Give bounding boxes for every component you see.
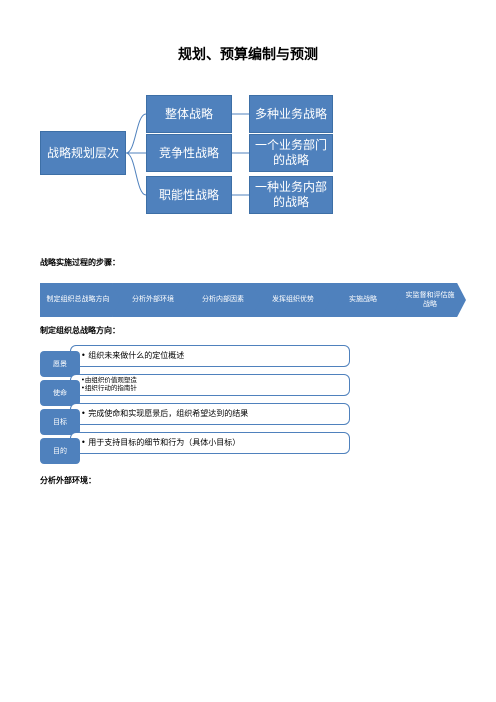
direction-tag-objective: 目的 bbox=[40, 438, 80, 464]
process-chevrons: 制定组织总战略方向 分析外部环境 分析内部因素 发挥组织优势 实施战略 实监督和… bbox=[40, 283, 466, 317]
hierarchy-desc-competitive: 一个业务部门的战略 bbox=[249, 134, 333, 172]
process-step-1: 制定组织总战略方向 bbox=[40, 283, 122, 317]
hierarchy-level-overall: 整体战略 bbox=[146, 95, 232, 133]
direction-text: • 用于支持目标的细节和行为（具体小目标） bbox=[81, 438, 241, 448]
hierarchy-level-functional: 职能性战略 bbox=[146, 176, 232, 214]
hierarchy-desc-overall: 多种业务战略 bbox=[249, 95, 333, 133]
direction-tag-goal: 目标 bbox=[40, 409, 80, 435]
page-title: 规划、预算编制与预测 bbox=[178, 47, 318, 63]
direction-item-mission: •由组织价值观塑造 •组织行动的指南针 bbox=[70, 374, 350, 396]
hierarchy-desc-functional: 一种业务内部的战略 bbox=[249, 176, 333, 214]
process-step-2: 分析外部环境 bbox=[112, 283, 192, 317]
hierarchy-root: 战略规划层次 bbox=[40, 131, 126, 175]
hierarchy-connectors bbox=[125, 113, 249, 196]
direction-text: •组织行动的指南针 bbox=[81, 384, 137, 392]
section-heading-direction: 制定组织总战略方向： bbox=[40, 325, 120, 335]
process-step-4: 发挥组织优势 bbox=[252, 283, 332, 317]
section-heading-steps: 战略实施过程的步骤： bbox=[40, 257, 120, 267]
direction-tag-vision: 愿景 bbox=[40, 351, 80, 377]
direction-text: • 完成使命和实现愿景后，组织希望达到的结果 bbox=[81, 409, 249, 419]
direction-text: •由组织价值观塑造 bbox=[81, 376, 137, 385]
process-step-5: 实施战略 bbox=[322, 283, 402, 317]
direction-item-goal: • 完成使命和实现愿景后，组织希望达到的结果 bbox=[70, 403, 350, 425]
direction-item-vision: • 组织未来做什么的定位概述 bbox=[70, 345, 350, 367]
direction-text: • 组织未来做什么的定位概述 bbox=[81, 351, 185, 361]
process-step-3: 分析内部因素 bbox=[182, 283, 262, 317]
direction-item-objective: • 用于支持目标的细节和行为（具体小目标） bbox=[70, 432, 350, 454]
direction-tag-mission: 使命 bbox=[40, 380, 80, 406]
process-step-6: 实监督和评估施战略 bbox=[392, 283, 466, 317]
hierarchy-level-competitive: 竞争性战略 bbox=[146, 134, 232, 172]
section-heading-external: 分析外部环境： bbox=[40, 475, 96, 485]
